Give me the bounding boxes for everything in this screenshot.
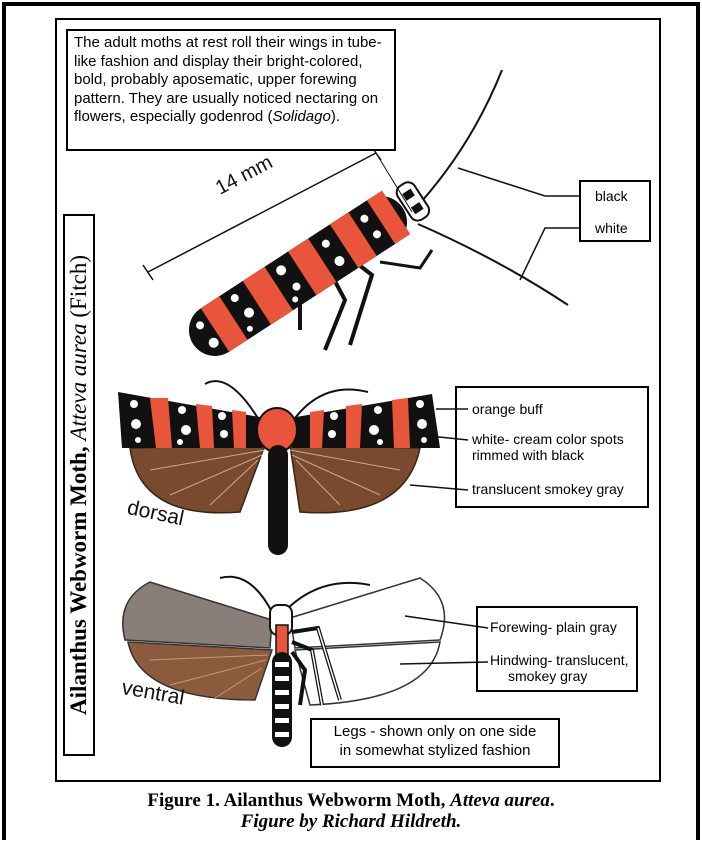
- vertical-title-scientific: Atteva aurea: [66, 323, 91, 440]
- label-hindwing-gray: smokey gray: [508, 668, 587, 685]
- genus-name: Solidago: [272, 108, 330, 125]
- label-rimmed-black: rimmed with black: [472, 447, 584, 464]
- label-hindwing: Hindwing- translucent,: [490, 652, 629, 669]
- caption-prefix: Figure 1. Ailanthus Webworm Moth,: [147, 790, 450, 811]
- vertical-title-author: (Fitch): [66, 255, 91, 318]
- label-forewing: Forewing- plain gray: [490, 619, 617, 636]
- figure-caption: Figure 1. Ailanthus Webworm Moth, Atteva…: [0, 790, 702, 812]
- legs-note-line1: Legs - shown only on one side: [318, 722, 552, 741]
- label-orange-buff: orange buff: [472, 401, 543, 418]
- caption-species: Atteva aurea: [450, 790, 550, 811]
- vertical-title: Ailanthus Webworm Moth, Atteva aurea (Fi…: [65, 205, 93, 765]
- behavior-note-end: ).: [331, 108, 340, 125]
- legs-note-line2: in somewhat stylized fashion: [318, 741, 552, 760]
- label-black: black: [595, 188, 628, 205]
- caption-suffix: .: [550, 790, 555, 811]
- figure-credit: Figure by Richard Hildreth.: [0, 811, 702, 833]
- vertical-title-common: Ailanthus Webworm Moth,: [66, 446, 91, 715]
- behavior-note: The adult moths at rest roll their wings…: [66, 29, 396, 151]
- label-cream-spots: white- cream color spots: [472, 431, 624, 448]
- label-smokey-gray: translucent smokey gray: [472, 481, 624, 498]
- label-white: white: [595, 220, 628, 237]
